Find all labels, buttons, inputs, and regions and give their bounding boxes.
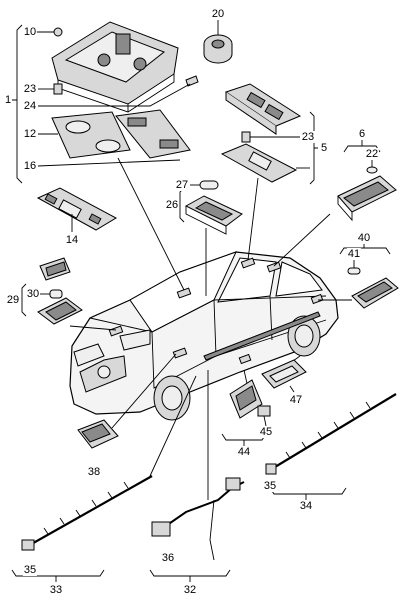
part-26-lamp-housing bbox=[184, 195, 243, 235]
callout-22: 22 bbox=[364, 148, 380, 160]
bracket-group-1 bbox=[12, 24, 23, 184]
bracket-group-32 bbox=[149, 569, 231, 582]
callout-34: 34 bbox=[298, 500, 314, 512]
part-47-lamp bbox=[261, 359, 307, 393]
callout-44: 44 bbox=[236, 446, 252, 458]
part-41-bulb bbox=[347, 258, 361, 275]
bracket-group-33 bbox=[11, 569, 105, 582]
callout-14: 14 bbox=[64, 234, 80, 246]
leader-lines bbox=[69, 157, 352, 429]
part-40-lamp bbox=[351, 277, 399, 309]
part-14-lens-bar bbox=[36, 187, 118, 232]
callout-26: 26 bbox=[164, 199, 180, 211]
callout-35-right: 35 bbox=[262, 480, 278, 492]
callout-16: 16 bbox=[22, 160, 38, 172]
part-lens-right bbox=[115, 109, 191, 159]
bracket-group-29 bbox=[21, 283, 27, 317]
callout-41: 41 bbox=[346, 248, 362, 260]
bracket-group-5 bbox=[309, 111, 318, 185]
part-45-clip bbox=[257, 405, 271, 427]
callout-23-right: 23 bbox=[300, 131, 316, 143]
part-34-wire-harness bbox=[265, 393, 397, 475]
part-22-bulb bbox=[366, 160, 378, 174]
callout-47: 47 bbox=[288, 394, 304, 406]
part-30-bulb bbox=[40, 289, 63, 299]
callout-1: 1 bbox=[3, 94, 13, 106]
bracket-group-34 bbox=[269, 487, 347, 500]
callout-32: 32 bbox=[182, 584, 198, 596]
callout-5: 5 bbox=[319, 142, 329, 154]
part-20-round-unit bbox=[203, 20, 233, 64]
callout-27: 27 bbox=[174, 179, 190, 191]
callout-38: 38 bbox=[86, 466, 102, 478]
car-body bbox=[69, 251, 339, 421]
callout-33: 33 bbox=[48, 584, 64, 596]
callout-20: 20 bbox=[210, 8, 226, 20]
callout-36: 36 bbox=[160, 552, 176, 564]
part-switch-top bbox=[224, 83, 302, 135]
part-6-reading-lamp bbox=[337, 175, 397, 222]
part-29-lamp bbox=[37, 297, 83, 325]
callout-40: 40 bbox=[356, 232, 372, 244]
part-23-screw-left bbox=[38, 83, 63, 95]
callout-30: 30 bbox=[25, 288, 41, 300]
part-38-module bbox=[77, 419, 119, 449]
callout-23-left: 23 bbox=[22, 83, 38, 95]
callout-6: 6 bbox=[357, 128, 367, 140]
part-29-bulb-holder bbox=[39, 257, 71, 281]
part-24-screw bbox=[38, 75, 199, 107]
part-12-lens bbox=[38, 111, 131, 159]
part-switch-lower bbox=[220, 143, 310, 183]
callout-45: 45 bbox=[258, 426, 274, 438]
callout-29: 29 bbox=[5, 294, 21, 306]
part-44-unit bbox=[229, 379, 263, 419]
callout-10: 10 bbox=[22, 26, 38, 38]
part-10-nut bbox=[36, 27, 63, 37]
part-roof-console-housing bbox=[51, 21, 179, 113]
part-33-wire-harness bbox=[21, 475, 153, 551]
part-23-screw-right bbox=[241, 131, 300, 143]
leader-16 bbox=[37, 159, 181, 167]
leader-33 bbox=[149, 375, 197, 477]
bracket-group-26 bbox=[179, 187, 185, 223]
part-32-wire-harness bbox=[151, 477, 245, 561]
callout-35-left: 35 bbox=[22, 564, 38, 576]
callout-12: 12 bbox=[22, 128, 38, 140]
callout-24: 24 bbox=[22, 100, 38, 112]
part-27-bulb bbox=[190, 180, 219, 190]
